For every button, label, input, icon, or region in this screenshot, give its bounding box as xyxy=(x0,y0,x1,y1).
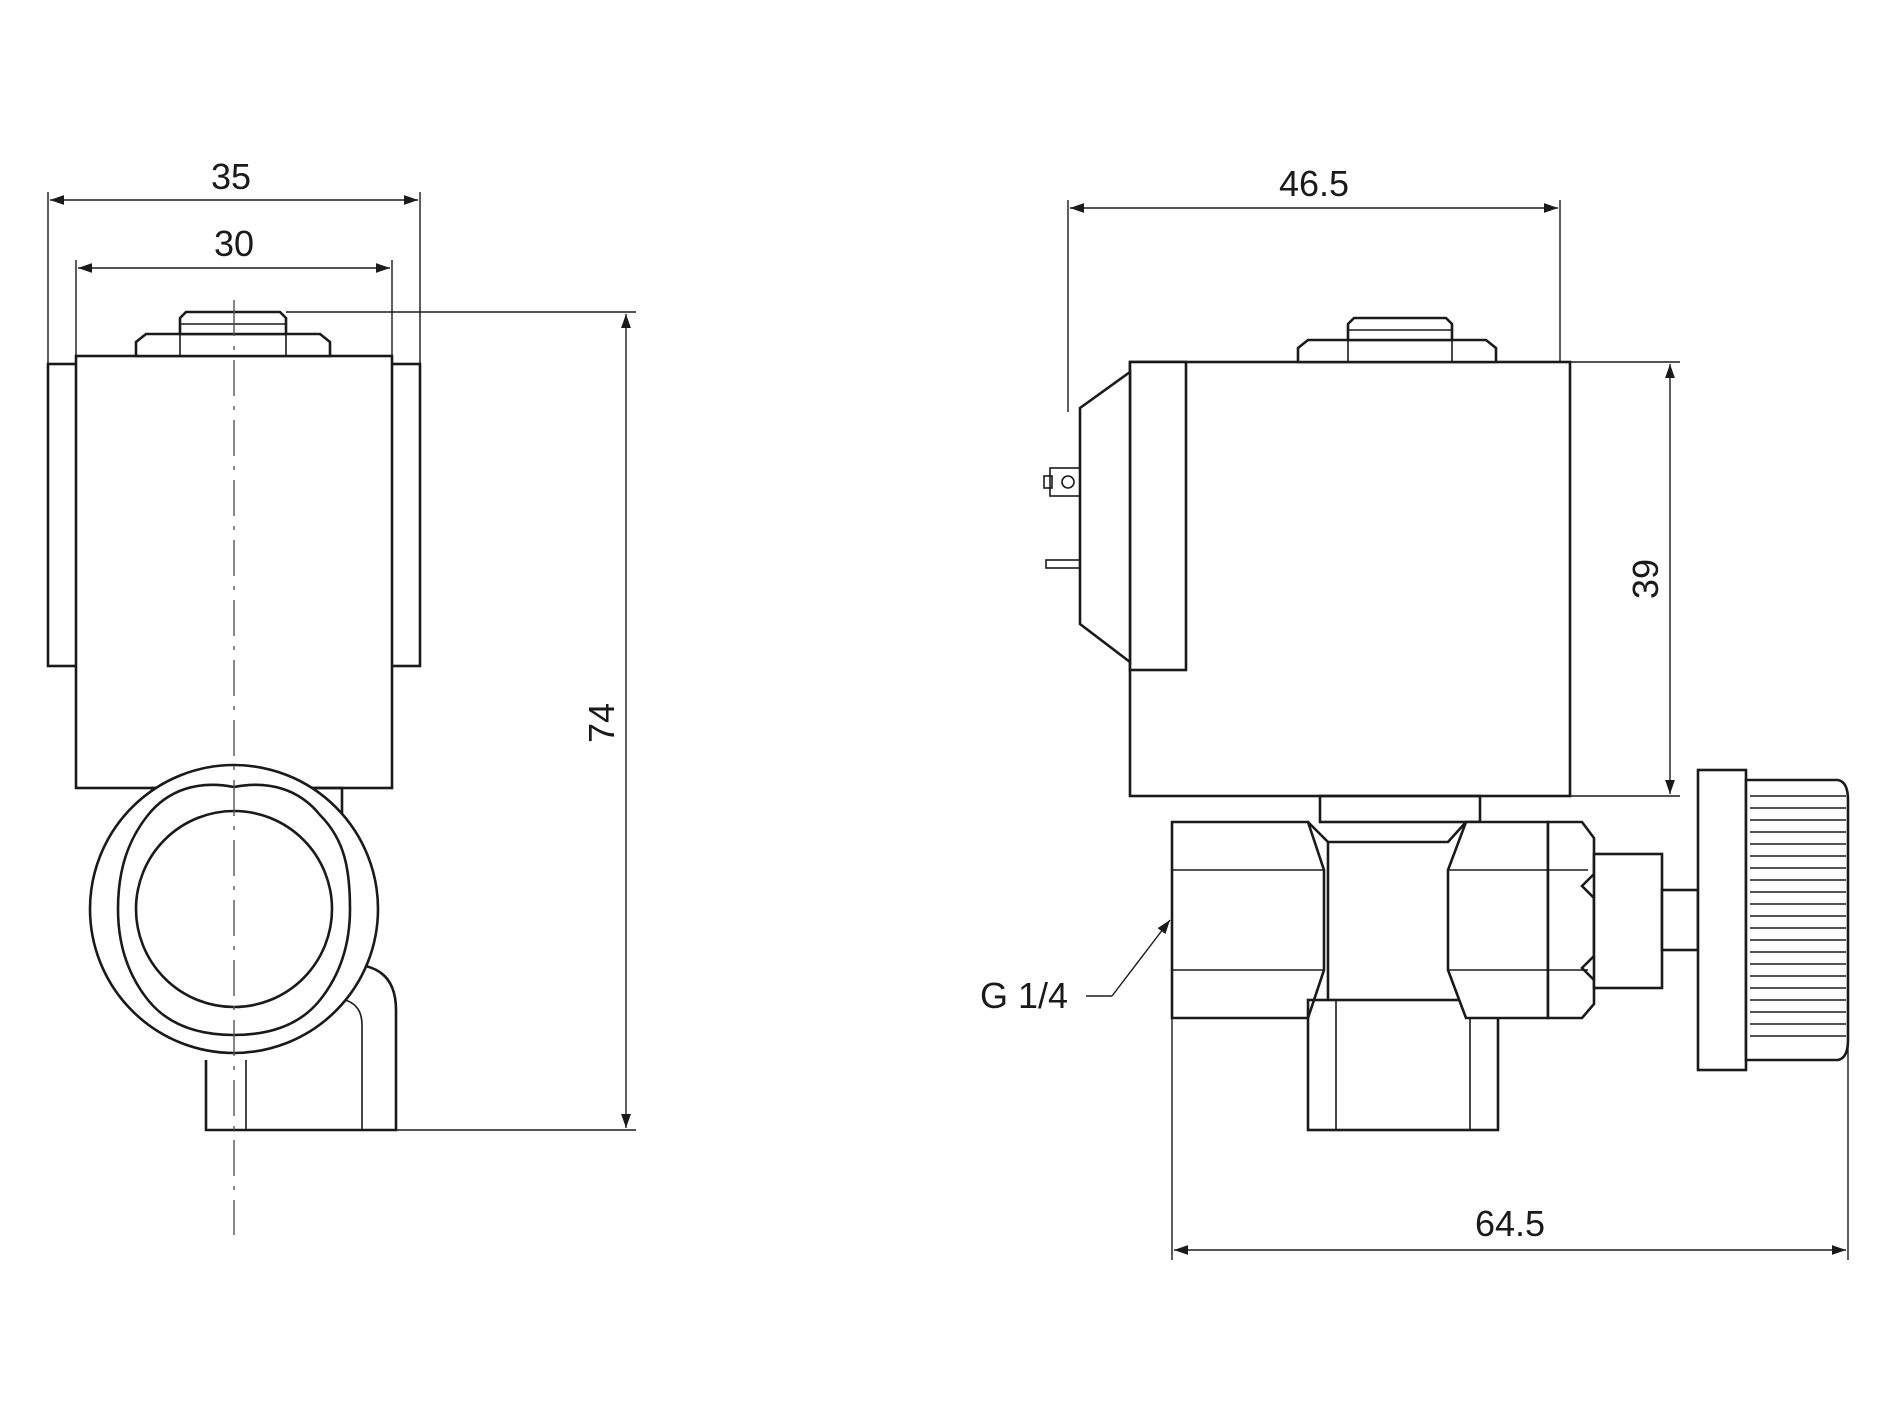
dim-39: 39 xyxy=(1625,559,1666,599)
side-bonnet xyxy=(1592,852,1664,990)
side-spindle xyxy=(1660,888,1700,952)
side-left-port xyxy=(1170,820,1326,1020)
dim-74: 74 xyxy=(581,703,622,743)
side-bottom-outlet xyxy=(1306,998,1500,1132)
connector-terminal xyxy=(1049,467,1081,497)
dim-30: 30 xyxy=(214,223,254,264)
front-nut-top xyxy=(178,310,288,336)
side-valve-top xyxy=(1307,821,1467,844)
side-nut-top xyxy=(1346,316,1454,342)
side-handwheel-hub xyxy=(1696,768,1748,1072)
side-connector-cap xyxy=(1078,369,1132,665)
front-view: 35 30 74 xyxy=(46,156,636,1235)
side-nut-base xyxy=(1296,338,1498,364)
side-view: G 1/4 46.5 39 64.5 xyxy=(980,163,1850,1260)
connector-pin xyxy=(1045,559,1081,569)
dim-46-5: 46.5 xyxy=(1279,163,1349,204)
thread-label: G 1/4 xyxy=(980,975,1068,1016)
side-connector-plate xyxy=(1128,360,1188,672)
side-handwheel-grip xyxy=(1744,778,1850,1062)
handwheel-knurling xyxy=(1750,795,1846,1037)
side-hex-nut xyxy=(1546,820,1596,1020)
dim-64-5: 64.5 xyxy=(1475,1203,1545,1244)
dim-35: 35 xyxy=(211,156,251,197)
front-nut-base xyxy=(134,332,332,358)
side-right-hex xyxy=(1446,820,1550,1020)
side-coil-body xyxy=(1128,360,1572,798)
